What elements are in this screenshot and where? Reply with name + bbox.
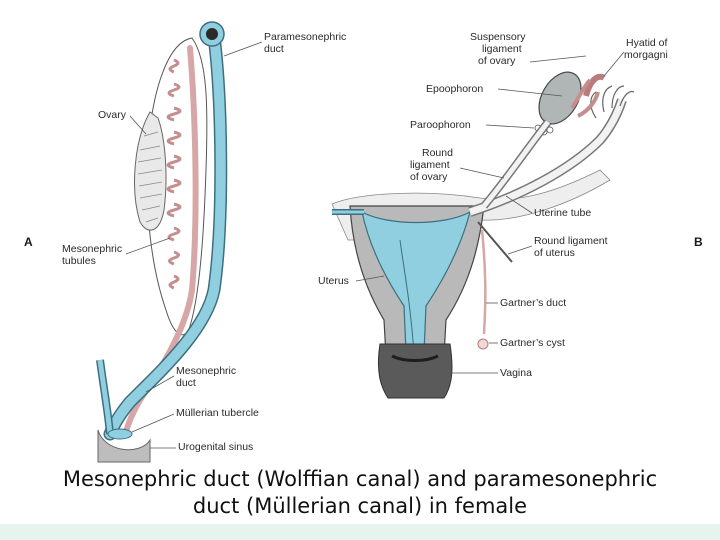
urogenital-sinus	[97, 429, 151, 463]
leader-hyatid	[603, 51, 625, 77]
leader-mesonephric-duct	[145, 375, 175, 393]
label-round-ligament-ovary: Round	[422, 147, 453, 159]
leader-tubules	[125, 237, 171, 255]
leader-ovary	[129, 115, 147, 135]
caption-line-2: duct (Müllerian canal) in female	[192, 494, 528, 518]
label-suspensory-ligament-2: ligament	[482, 43, 522, 55]
mullerian-tubercle-shape	[107, 428, 133, 440]
leader-epoophoron	[497, 88, 563, 97]
footer-band	[0, 524, 720, 540]
mesonephric-tubules	[166, 58, 182, 290]
round-ligament-of-ovary-fill	[482, 120, 550, 208]
cervix-lip	[391, 354, 439, 362]
panel-a-illustration	[96, 21, 228, 463]
fimbriae	[590, 85, 635, 119]
leader-paroophoron	[485, 124, 535, 129]
gartners-cyst-shape	[477, 338, 489, 350]
leader-round-uterus	[507, 245, 533, 255]
label-gartners-cyst: Gartner’s cyst	[500, 337, 565, 349]
right-tube-fill	[468, 98, 626, 216]
label-hyatid-2: morgagni	[624, 49, 668, 61]
panel-b-letter: B	[694, 235, 703, 249]
caption-line-1: Mesonephric duct (Wolffian canal) and pa…	[62, 467, 658, 491]
leader-uterine-tube	[505, 195, 533, 214]
label-vagina: Vagina	[500, 367, 532, 379]
gartners-duct-line	[480, 229, 487, 335]
label-mullerian-tubercle: Müllerian tubercle	[176, 407, 259, 419]
label-paramesonephric-duct: Paramesonephric	[264, 31, 346, 43]
paramesonephric-duct-fill	[105, 31, 226, 439]
label-uterus: Uterus	[318, 275, 349, 287]
uterine-cavity	[361, 210, 471, 353]
label-paroophoron: Paroophoron	[410, 119, 471, 131]
left-duct-lower-fill	[97, 359, 113, 435]
figure-caption: Mesonephric duct (Wolffian canal) and pa…	[0, 466, 720, 520]
leader-paramesonephric	[223, 41, 263, 57]
epoophoron-shape	[570, 78, 600, 118]
leader-round-ovary	[459, 167, 505, 179]
label-hyatid: Hyatid of	[626, 37, 668, 49]
cavity-midline	[399, 239, 415, 353]
leader-suspensory	[529, 55, 587, 63]
label-epoophoron: Epoophoron	[426, 83, 483, 95]
ostium-opening	[206, 28, 218, 40]
hydatid-of-morgagni	[583, 73, 606, 97]
label-round-ligament-uterus: Round ligament	[534, 235, 608, 247]
ovary-b	[538, 71, 582, 125]
panel-a-letter: A	[24, 235, 33, 249]
label-mesonephric-tubules-2: tubules	[62, 255, 96, 267]
label-round-ligament-ovary-2: ligament	[410, 159, 450, 171]
label-ovary: Ovary	[98, 109, 127, 121]
leader-tubercle	[131, 413, 175, 433]
label-urogenital-sinus: Urogenital sinus	[178, 441, 253, 453]
label-uterine-tube: Uterine tube	[534, 207, 591, 219]
label-round-ligament-ovary-3: of ovary	[410, 171, 448, 183]
ovary-texture	[137, 131, 163, 223]
leader-uterus	[355, 275, 385, 282]
vagina-shape	[377, 343, 453, 399]
panel-b-illustration	[331, 71, 635, 399]
label-gartners-duct: Gartner’s duct	[500, 297, 566, 309]
label-suspensory-ligament: Suspensory	[470, 31, 526, 43]
round-ligament-of-uterus	[477, 221, 513, 263]
label-suspensory-ligament-3: of ovary	[478, 55, 516, 67]
ovary-shape	[134, 111, 167, 231]
label-mesonephric-tubules: Mesonephric	[62, 243, 122, 255]
label-mesonephric-duct-2: duct	[176, 377, 196, 389]
mesonephric-duct	[123, 45, 199, 435]
label-paramesonephric-duct-2: duct	[264, 43, 284, 55]
label-mesonephric-duct: Mesonephric	[176, 365, 236, 377]
label-round-ligament-uterus-2: of uterus	[534, 247, 575, 259]
